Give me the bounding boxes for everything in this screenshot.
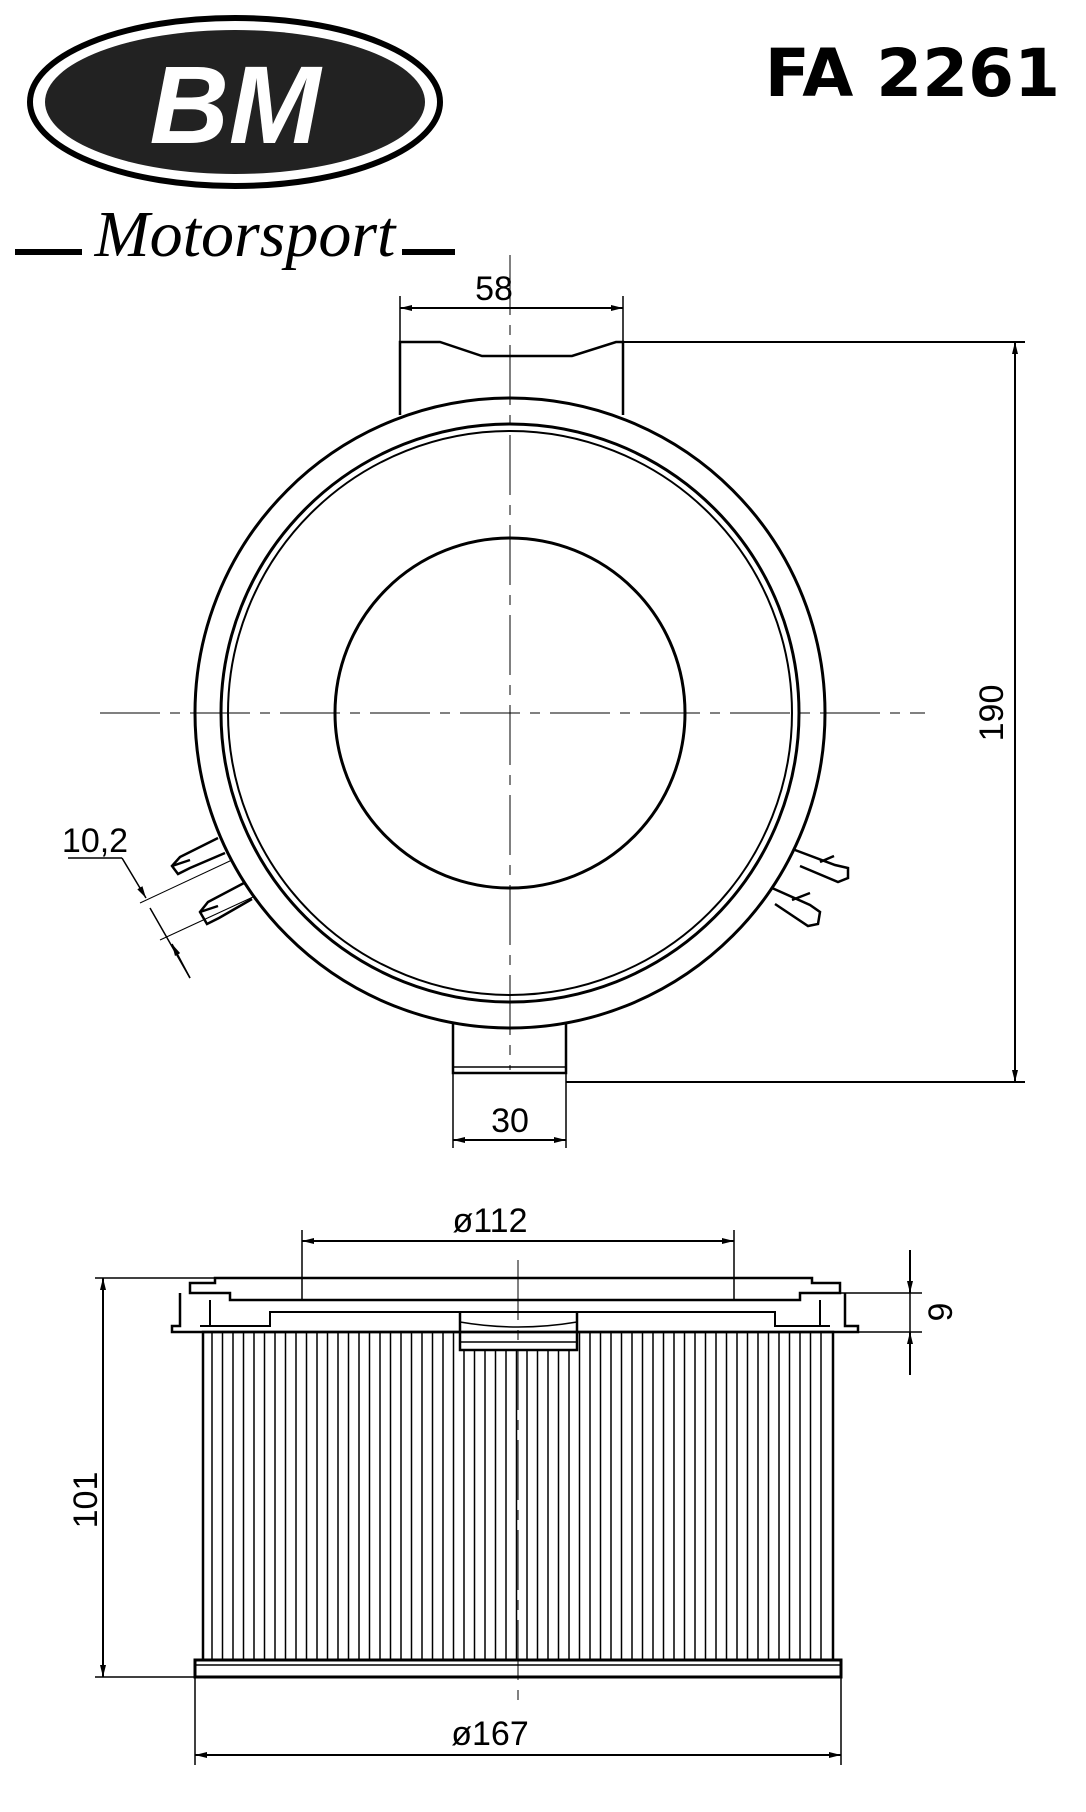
bottom-tab xyxy=(451,1023,568,1075)
top-view-dimensions xyxy=(68,296,1025,1148)
dim-height: 101 xyxy=(67,1472,105,1529)
logo-tagline: Motorsport xyxy=(94,198,397,271)
side-view xyxy=(95,1260,860,1700)
side-view-dimensions xyxy=(95,1230,922,1765)
dim-flange-thickness: 9 xyxy=(922,1303,960,1322)
right-clip xyxy=(771,848,850,928)
dim-overall-height: 190 xyxy=(973,685,1011,742)
top-view xyxy=(100,255,925,1075)
top-flange xyxy=(188,1276,842,1302)
brand-logo: BM Motorsport xyxy=(15,15,455,271)
left-clip xyxy=(170,836,253,926)
part-number: FA 2261 xyxy=(765,35,1060,112)
dim-outer-diameter: ø167 xyxy=(451,1715,529,1753)
logo-oval-inner xyxy=(45,30,425,174)
logo-oval-outer xyxy=(27,15,443,189)
dim-clip-width: 10,2 xyxy=(62,822,128,860)
pleats xyxy=(211,1332,822,1660)
dim-tab-width: 58 xyxy=(475,270,513,308)
dim-bottom-tab-width: 30 xyxy=(491,1102,529,1140)
top-tab xyxy=(398,340,625,415)
dim-inner-diameter: ø112 xyxy=(453,1202,528,1240)
logo-bm-text: BM xyxy=(149,44,322,167)
